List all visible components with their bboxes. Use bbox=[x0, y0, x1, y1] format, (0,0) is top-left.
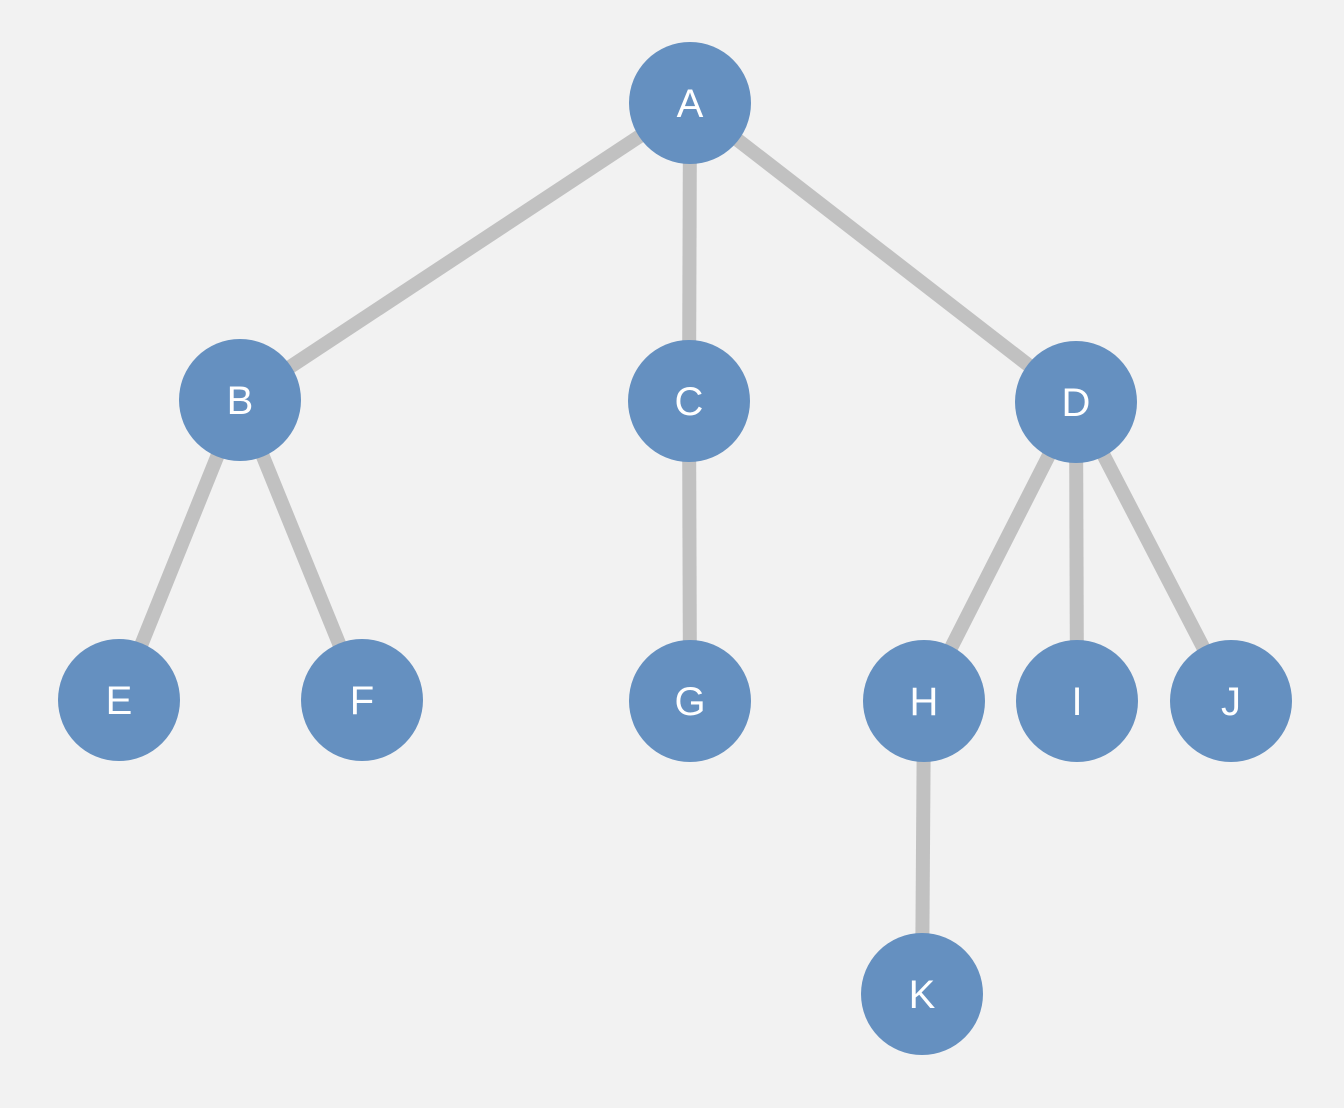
node-circle-K bbox=[861, 933, 983, 1055]
node-label-E: E bbox=[106, 679, 133, 723]
node-label-F: F bbox=[350, 679, 374, 723]
node-circle-I bbox=[1016, 640, 1138, 762]
node-circle-G bbox=[629, 640, 751, 762]
node-label-G: G bbox=[674, 680, 705, 724]
node-label-K: K bbox=[909, 973, 936, 1017]
node-J: J bbox=[1170, 640, 1292, 762]
node-I: I bbox=[1016, 640, 1138, 762]
node-F: F bbox=[301, 639, 423, 761]
node-circle-J bbox=[1170, 640, 1292, 762]
node-label-H: H bbox=[910, 680, 939, 724]
node-circle-A bbox=[629, 42, 751, 164]
node-K: K bbox=[861, 933, 983, 1055]
node-circle-B bbox=[179, 339, 301, 461]
node-circle-F bbox=[301, 639, 423, 761]
node-A: A bbox=[629, 42, 751, 164]
node-label-A: A bbox=[677, 82, 704, 126]
node-circle-E bbox=[58, 639, 180, 761]
node-E: E bbox=[58, 639, 180, 761]
edge-A-B bbox=[236, 97, 694, 406]
node-G: G bbox=[629, 640, 751, 762]
nodes-layer: A B C D E F G H I J K bbox=[58, 42, 1292, 1055]
node-D: D bbox=[1015, 341, 1137, 463]
node-circle-C bbox=[628, 340, 750, 462]
edges-layer bbox=[112, 97, 1238, 995]
node-H: H bbox=[863, 640, 985, 762]
node-circle-H bbox=[863, 640, 985, 762]
node-B: B bbox=[179, 339, 301, 461]
node-label-C: C bbox=[675, 380, 704, 424]
edge-A-D bbox=[685, 97, 1081, 408]
node-label-D: D bbox=[1062, 381, 1091, 425]
node-label-B: B bbox=[227, 379, 254, 423]
node-circle-D bbox=[1015, 341, 1137, 463]
node-label-J: J bbox=[1221, 680, 1241, 724]
node-C: C bbox=[628, 340, 750, 462]
node-label-I: I bbox=[1071, 680, 1082, 724]
